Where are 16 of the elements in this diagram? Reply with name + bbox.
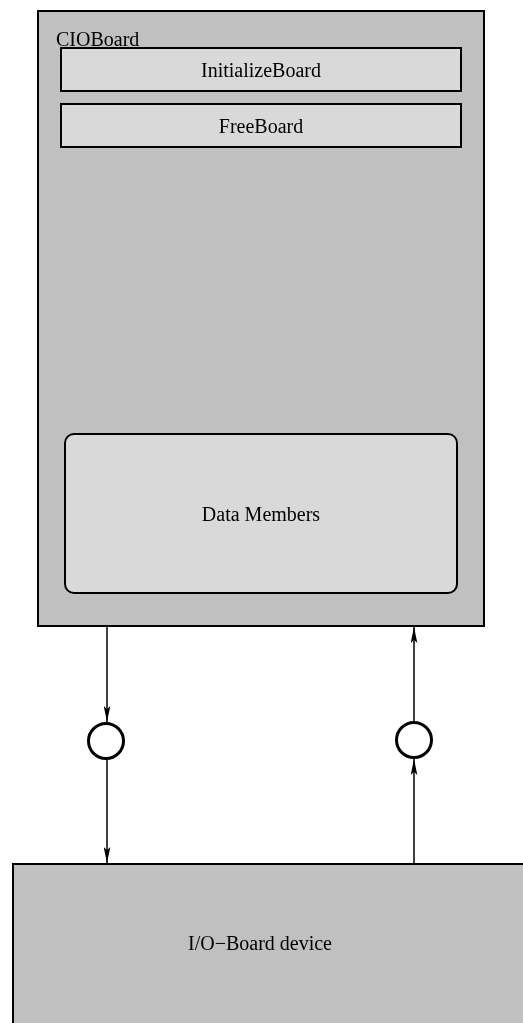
arrow — [410, 758, 418, 864]
box-label: Data Members — [201, 502, 321, 525]
class-box — [37, 10, 485, 627]
box-label: InitializeBoard — [201, 58, 321, 81]
device-box — [12, 863, 523, 1023]
box-label: FreeBoard — [218, 114, 304, 137]
arrow — [103, 626, 111, 723]
arrow — [410, 626, 418, 722]
box-label: I/O−Board device — [188, 932, 332, 954]
data-members-box — [64, 433, 458, 594]
junction-circle — [87, 722, 125, 760]
box-label: CIOBoard — [56, 28, 140, 50]
method-box — [60, 103, 462, 148]
junction-circle — [395, 721, 433, 759]
arrow — [103, 759, 111, 864]
method-box — [60, 47, 462, 92]
